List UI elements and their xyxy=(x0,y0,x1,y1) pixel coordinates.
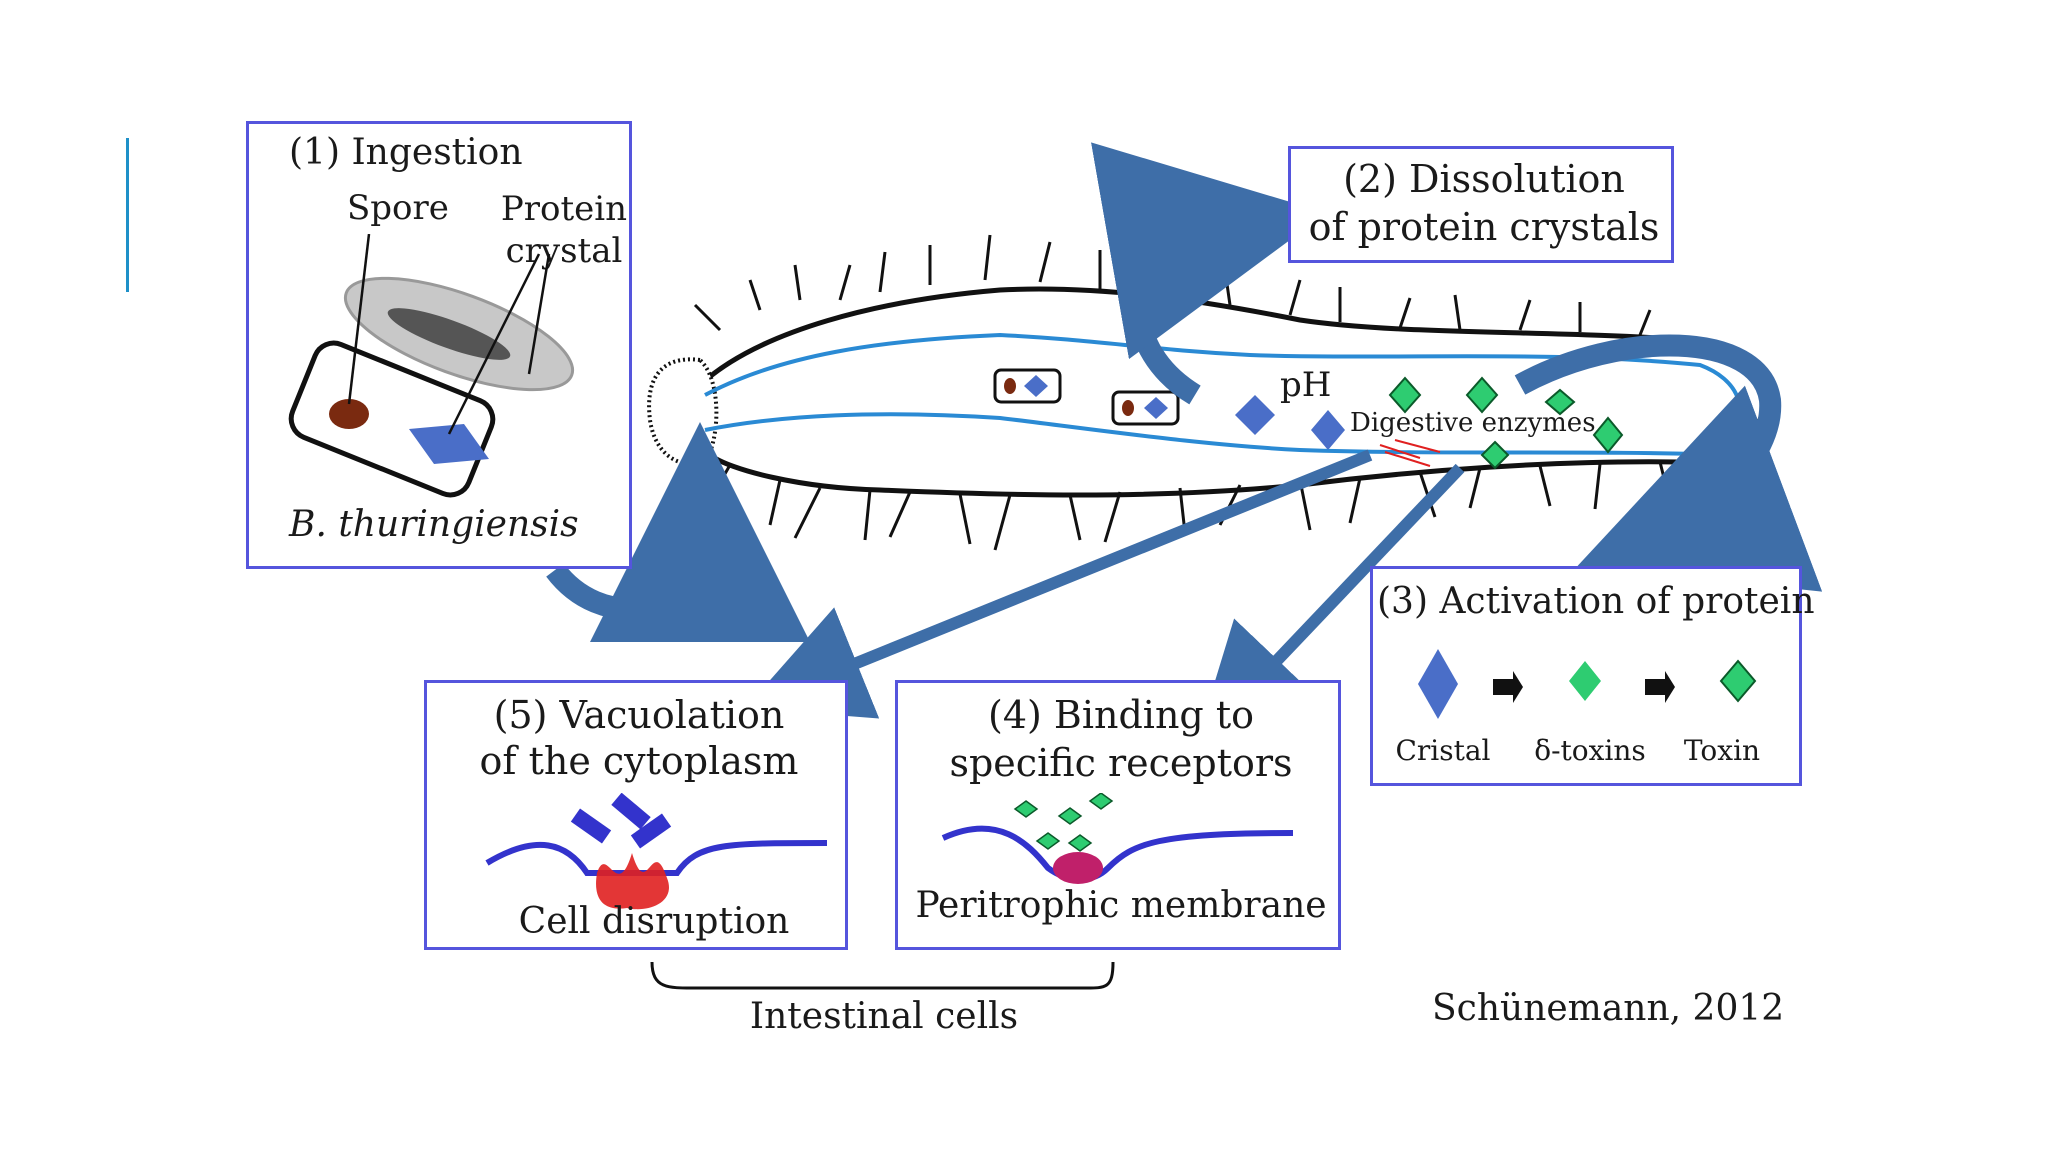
dissolution-line1: (2) Dissolution xyxy=(1343,157,1625,201)
cell-disruption-illustration xyxy=(485,793,828,910)
capsule-1 xyxy=(993,368,1062,404)
cell-disruption-label: Cell disruption xyxy=(518,901,790,942)
digestive-enzymes-label: Digestive enzymes xyxy=(1350,408,1596,438)
stage-delta-toxins: δ-toxins xyxy=(1534,734,1646,767)
capsule-2 xyxy=(1111,390,1180,426)
ingestion-box: (1) Ingestion Spore Protein crystal B. t… xyxy=(246,121,632,569)
stage-toxin: Toxin xyxy=(1683,734,1761,767)
gut-lower xyxy=(704,412,1736,457)
intestinal-cells-label: Intestinal cells xyxy=(749,996,1019,1037)
arrow-dissolution xyxy=(1091,142,1327,405)
activation-box: (3) Activation of protein Cristal δ-toxi… xyxy=(1370,566,1815,786)
toxin-icon xyxy=(1719,659,1757,703)
spore-label: Spore xyxy=(347,188,449,228)
binding-line2: specific receptors xyxy=(949,741,1293,785)
dissolution-line2: of protein crystals xyxy=(1308,205,1660,249)
vacuolation-line1: (5) Vacuolation xyxy=(493,693,785,737)
peritrophic-membrane-label: Peritrophic membrane xyxy=(915,885,1327,926)
delta-toxin-icon xyxy=(1569,661,1601,701)
accent-bar xyxy=(126,138,129,292)
stage-cristal: Cristal xyxy=(1395,734,1491,767)
arrow-activation xyxy=(1514,334,1823,592)
organism-label: B. thuringiensis xyxy=(289,504,579,545)
dissolution-box: (2) Dissolution of protein crystals xyxy=(1288,146,1674,263)
vacuolation-line2: of the cytoplasm xyxy=(479,739,799,783)
arrow-right-icon xyxy=(1645,671,1675,703)
crystal-2 xyxy=(1311,410,1345,450)
protein-crystal-label: Protein crystal xyxy=(500,189,628,271)
caterpillar-head xyxy=(647,357,719,467)
ph-label: pH xyxy=(1280,365,1332,405)
arrow-ingestion xyxy=(546,422,810,642)
binding-line1: (4) Binding to xyxy=(988,693,1254,737)
binding-box: (4) Binding to specific receptors Peritr… xyxy=(895,680,1341,950)
activation-sequence xyxy=(1418,649,1757,719)
bristles xyxy=(693,234,1737,551)
crystal-1 xyxy=(1235,395,1275,435)
bacterium-illustration xyxy=(288,234,575,498)
activation-title: (3) Activation of protein xyxy=(1377,581,1815,622)
arrow-binding xyxy=(1194,463,1465,747)
cristal-icon xyxy=(1418,649,1458,719)
receptor-binding-illustration xyxy=(941,793,1294,884)
vacuolation-box: (5) Vacuolation of the cytoplasm Cell di… xyxy=(424,680,848,950)
intestinal-brace xyxy=(650,961,1115,990)
caterpillar-body xyxy=(688,286,1768,498)
enzyme-streaks xyxy=(1379,439,1441,467)
ingestion-title: (1) Ingestion xyxy=(289,132,523,173)
arrow-right-icon xyxy=(1493,671,1523,703)
arrow-vacuolation xyxy=(745,449,1373,719)
citation: Schünemann, 2012 xyxy=(1432,988,1785,1029)
